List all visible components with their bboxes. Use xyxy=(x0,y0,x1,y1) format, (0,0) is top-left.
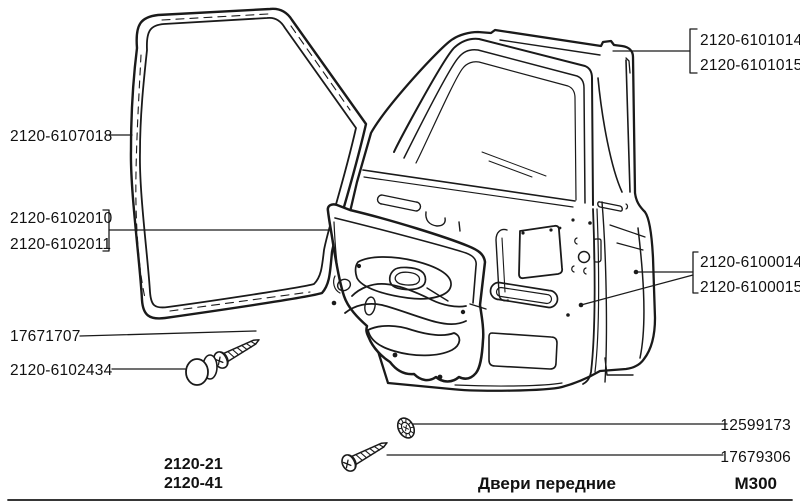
door-trim-panel-drawing xyxy=(326,203,487,383)
label-weatherstrip: 2120-6107018 xyxy=(10,128,112,145)
label-door-panel-b: 2120-6100015 xyxy=(700,279,800,296)
footer-page-code: M300 xyxy=(734,474,777,493)
label-trim-screw: 17671707 xyxy=(10,328,81,345)
door-seal-drawing xyxy=(129,7,368,320)
footer-section-title: Двери передние xyxy=(478,474,616,493)
label-mount-screw: 17679306 xyxy=(720,449,791,466)
screw-icon xyxy=(338,434,392,475)
part-number-labels: 2120-6107018 2120-6102010 2120-6102011 1… xyxy=(10,32,800,466)
washer-icon xyxy=(396,417,416,439)
footer-model-code-1: 2120-21 xyxy=(164,456,223,473)
label-plug: 2120-6102434 xyxy=(10,362,113,379)
footer: 2120-21 2120-41 Двери передние M300 xyxy=(7,456,793,501)
leader-lines xyxy=(79,28,728,456)
footer-model-code-2: 2120-41 xyxy=(164,475,223,492)
label-door-assembly-a: 2120-6101014 xyxy=(700,32,800,49)
screw-icon xyxy=(210,331,264,372)
label-door-panel-a: 2120-6100014 xyxy=(700,254,800,271)
label-trim-panel-b: 2120-6102011 xyxy=(10,236,111,253)
label-door-assembly-b: 2120-6101015 xyxy=(700,57,800,74)
plug-icon xyxy=(185,354,218,386)
label-washer-screw: 12599173 xyxy=(720,417,791,434)
label-trim-panel-a: 2120-6102010 xyxy=(10,210,113,227)
